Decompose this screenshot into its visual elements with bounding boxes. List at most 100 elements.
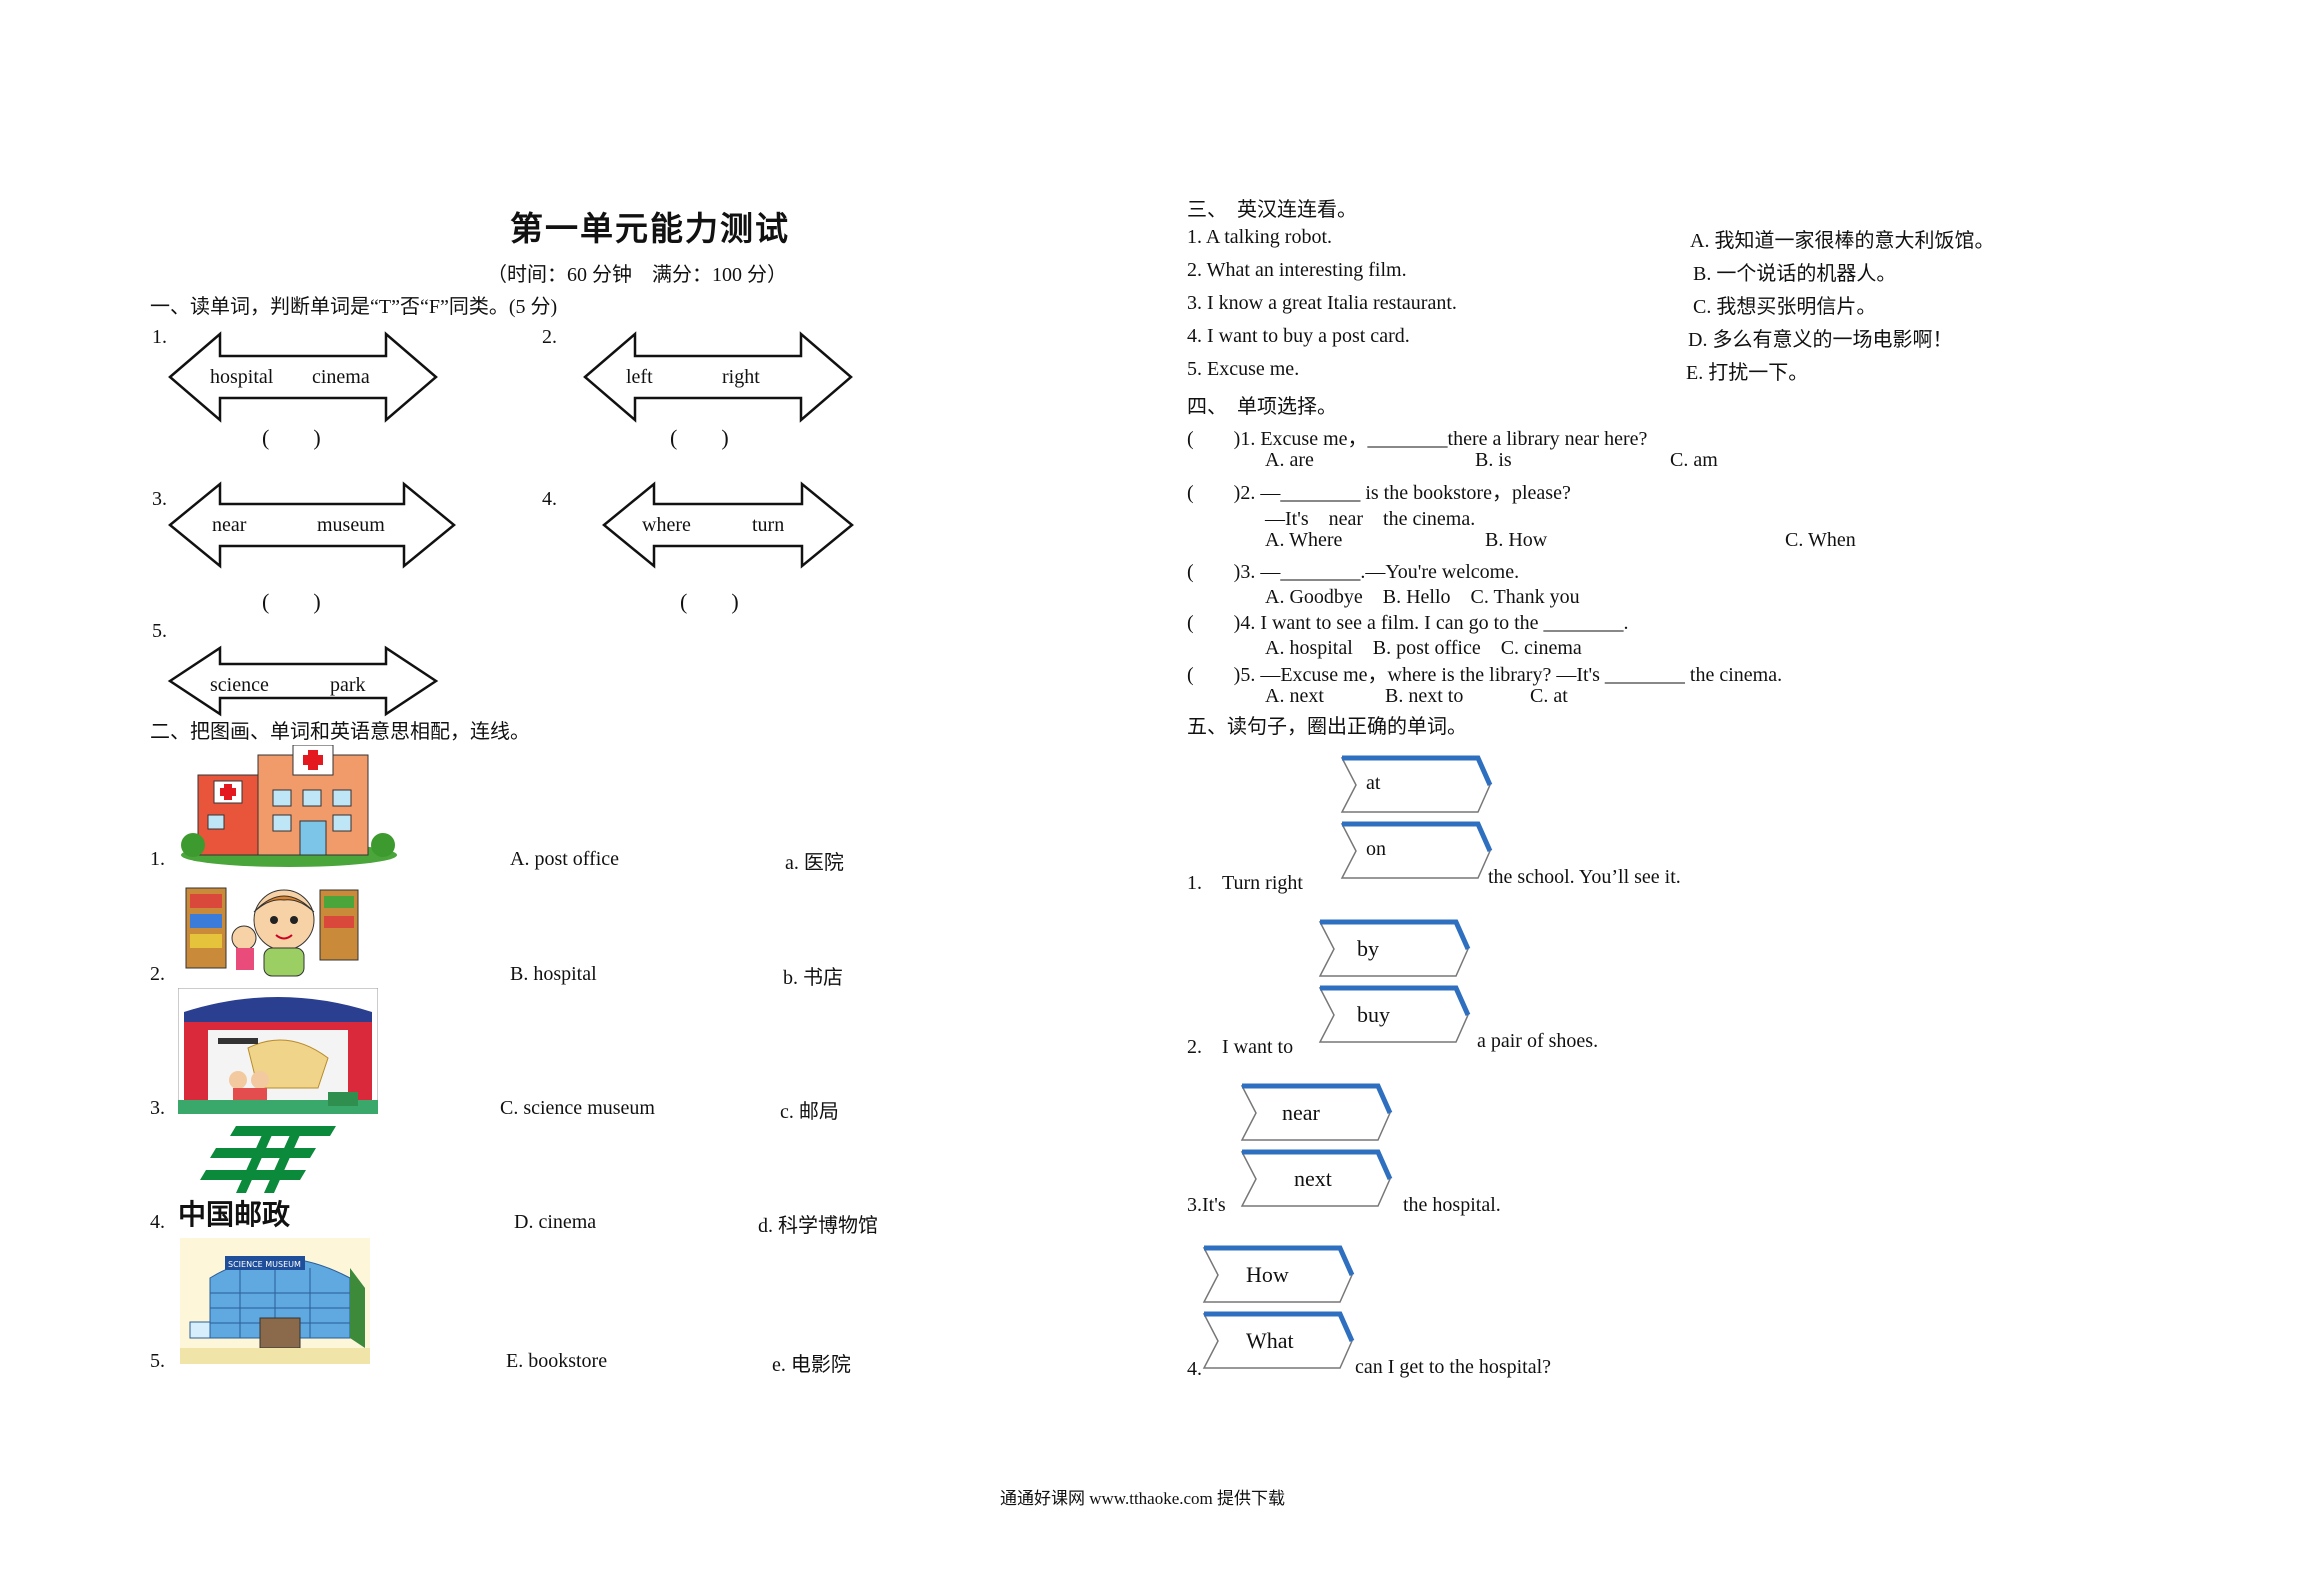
part4-heading: 四、 单项选择。 <box>1187 396 1337 418</box>
sentence-start: 2. I want to <box>1187 1036 1294 1058</box>
answer-blank[interactable]: ( ) <box>262 589 321 614</box>
part3-chinese-b[interactable]: B. 一个说话的机器人。 <box>1693 263 1897 285</box>
sentence-end: can I get to the hospital? <box>1355 1356 1552 1378</box>
chinese-option[interactable]: b. 书店 <box>783 967 843 989</box>
item-number: 3. <box>152 488 167 510</box>
sentence-end: a pair of shoes. <box>1477 1030 1599 1052</box>
sentence-start: 1. Turn right <box>1187 872 1303 894</box>
word-choice-2[interactable]: on <box>1366 838 1386 860</box>
cinema-picture-icon <box>178 988 378 1114</box>
word-right: right <box>722 366 760 388</box>
page-subtitle: （时间：60 分钟 满分：100 分） <box>487 264 787 286</box>
row-number: 5. <box>150 1350 165 1372</box>
q3-options[interactable]: A. Goodbye B. Hello C. Thank you <box>1265 586 1580 608</box>
row-number: 3. <box>150 1097 165 1119</box>
chinese-option[interactable]: e. 电影院 <box>772 1354 851 1376</box>
word-right: turn <box>752 514 785 536</box>
chevron-word-box-icon <box>1318 985 1471 1043</box>
word-choice-2[interactable]: next <box>1294 1166 1332 1191</box>
q2-option-b[interactable]: B. How <box>1485 529 1548 551</box>
answer-blank[interactable]: ( ) <box>670 425 729 450</box>
science-museum-picture-icon: SCIENCE MUSEUM <box>180 1238 370 1364</box>
part3-english-2[interactable]: 2. What an interesting film. <box>1187 259 1407 281</box>
question-5: ( )5. —Excuse me，where is the library? —… <box>1187 664 1783 686</box>
word-left: left <box>626 366 653 388</box>
answer-blank[interactable]: ( ) <box>680 589 739 614</box>
double-arrow-icon <box>583 331 853 423</box>
q4-options[interactable]: A. hospital B. post office C. cinema <box>1265 637 1582 659</box>
question-2-response: —It's near the cinema. <box>1265 508 1476 530</box>
question-2: ( )2. —________ is the bookstore，please? <box>1187 482 1571 504</box>
answer-blank[interactable]: ( ) <box>262 425 321 450</box>
word-right: museum <box>317 514 385 536</box>
question-3: ( )3. —________.—You're welcome. <box>1187 561 1520 583</box>
row-number: 1. <box>150 848 165 870</box>
item-number: 5. <box>152 620 167 642</box>
double-arrow-icon <box>167 645 439 717</box>
word-left: hospital <box>210 366 274 388</box>
part3-english-1[interactable]: 1. A talking robot. <box>1187 226 1332 248</box>
chinese-option[interactable]: a. 医院 <box>785 852 844 874</box>
item-number: 4. <box>542 488 557 510</box>
chinese-option[interactable]: c. 邮局 <box>780 1101 839 1123</box>
item-number: 1. <box>152 326 167 348</box>
q2-option-a[interactable]: A. Where <box>1265 529 1343 551</box>
sentence-end: the hospital. <box>1403 1194 1501 1216</box>
english-option[interactable]: B. hospital <box>510 963 597 985</box>
question-1: ( )1. Excuse me，________there a library … <box>1187 428 1648 450</box>
post-office-logo-icon: 中国邮政 <box>178 1126 336 1230</box>
double-arrow-icon <box>168 481 456 569</box>
word-right: park <box>330 674 366 696</box>
part3-english-3[interactable]: 3. I know a great Italia restaurant. <box>1187 292 1457 314</box>
part2-heading: 二、把图画、单词和英语意思相配，连线。 <box>150 721 530 743</box>
english-option[interactable]: D. cinema <box>514 1211 597 1233</box>
part1-heading: 一、读单词，判断单词是“T”否“F”同类。(5 分) <box>150 296 558 318</box>
word-right: cinema <box>312 366 370 388</box>
double-arrow-icon <box>602 481 854 569</box>
q1-option-c[interactable]: C. am <box>1670 449 1718 471</box>
part3-chinese-c[interactable]: C. 我想买张明信片。 <box>1693 296 1877 318</box>
q1-option-b[interactable]: B. is <box>1475 449 1512 471</box>
chevron-word-box-icon <box>1202 1311 1355 1369</box>
bookstore-picture-icon <box>185 887 359 977</box>
part3-english-5[interactable]: 5. Excuse me. <box>1187 358 1300 380</box>
word-choice-1[interactable]: by <box>1357 936 1379 961</box>
museum-sign-text: SCIENCE MUSEUM <box>228 1260 301 1269</box>
chevron-word-box-icon <box>1340 821 1493 879</box>
chinese-option[interactable]: d. 科学博物馆 <box>758 1215 878 1237</box>
q1-option-a[interactable]: A. are <box>1265 449 1314 471</box>
english-option[interactable]: E. bookstore <box>506 1350 608 1372</box>
sentence-start: 3.It's <box>1187 1194 1226 1216</box>
part3-chinese-e[interactable]: E. 打扰一下。 <box>1686 362 1809 384</box>
part5-heading: 五、读句子，圈出正确的单词。 <box>1187 716 1467 738</box>
word-choice-1[interactable]: at <box>1366 772 1381 794</box>
footer-text: 通通好课网 www.tthaoke.com 提供下载 <box>1000 1489 1286 1508</box>
q2-option-c[interactable]: C. When <box>1785 529 1856 551</box>
english-option[interactable]: A. post office <box>510 848 620 870</box>
word-choice-2[interactable]: What <box>1246 1328 1294 1353</box>
word-left: where <box>642 514 691 536</box>
english-option[interactable]: C. science museum <box>500 1097 655 1119</box>
chevron-word-box-icon <box>1202 1245 1355 1303</box>
row-number: 2. <box>150 963 165 985</box>
chevron-word-box-icon <box>1240 1149 1393 1207</box>
sentence-end: the school. You’ll see it. <box>1488 866 1681 888</box>
question-4: ( )4. I want to see a film. I can go to … <box>1187 612 1629 634</box>
q5-option-a[interactable]: A. next <box>1265 685 1324 707</box>
hospital-picture-icon <box>181 745 397 867</box>
sentence-start: 4. <box>1187 1358 1202 1380</box>
chevron-word-box-icon <box>1340 755 1493 813</box>
row-number: 4. <box>150 1211 165 1233</box>
page-title: 第一单元能力测试 <box>510 212 790 248</box>
word-left: science <box>210 674 269 696</box>
word-choice-2[interactable]: buy <box>1357 1002 1390 1027</box>
word-choice-1[interactable]: How <box>1246 1262 1289 1287</box>
part3-heading: 三、 英汉连连看。 <box>1187 199 1357 221</box>
part3-chinese-a[interactable]: A. 我知道一家很棒的意大利饭馆。 <box>1690 230 1995 252</box>
part3-english-4[interactable]: 4. I want to buy a post card. <box>1187 325 1410 347</box>
word-left: near <box>212 514 247 536</box>
q5-option-c[interactable]: C. at <box>1530 685 1568 707</box>
word-choice-1[interactable]: near <box>1282 1100 1320 1125</box>
q5-option-b[interactable]: B. next to <box>1385 685 1464 707</box>
part3-chinese-d[interactable]: D. 多么有意义的一场电影啊！ <box>1688 329 1953 351</box>
